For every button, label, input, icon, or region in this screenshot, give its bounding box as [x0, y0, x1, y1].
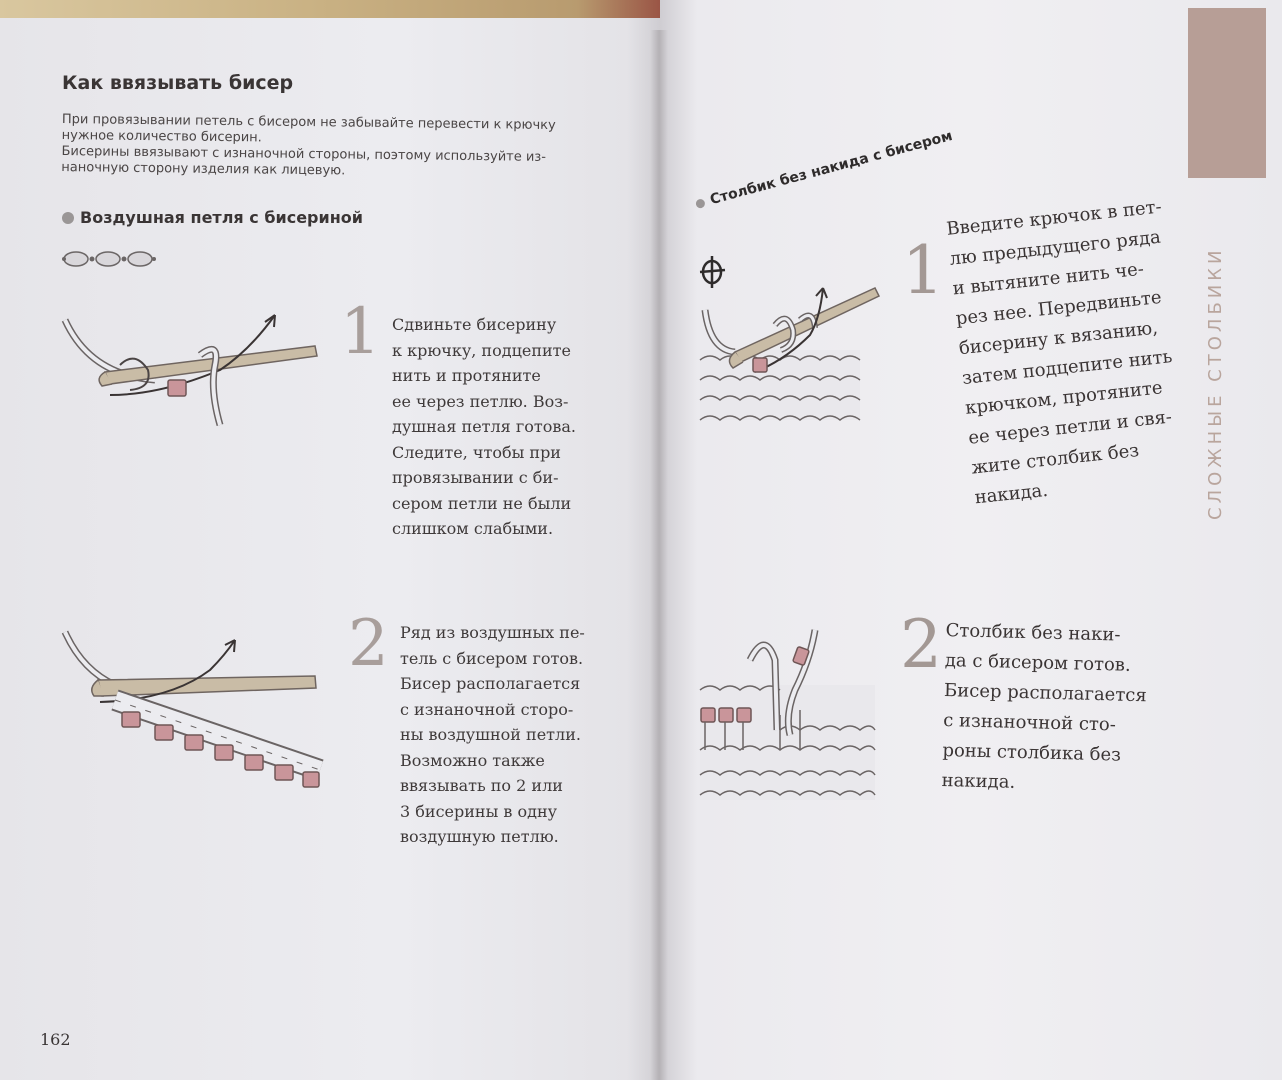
page-title: Как ввязывать бисер — [62, 72, 294, 94]
step-line: воздушную петлю. — [400, 827, 559, 846]
step-line: Следите, чтобы при — [392, 442, 561, 462]
step-text: Ряд из воздушных пе- тель с бисером гото… — [400, 620, 585, 850]
step-line: тель с бисером готов. — [400, 648, 584, 668]
step-line: ввязывать по 2 или — [400, 776, 563, 795]
step-line: к крючку, подцепите — [392, 340, 571, 360]
step-text: Столбик без наки- да с бисером готов. Би… — [941, 616, 1148, 801]
step-line: 3 бисерины в одну — [400, 801, 558, 821]
bullet-icon — [62, 212, 74, 224]
step-number: 2 — [900, 606, 942, 683]
step-number: 2 — [348, 607, 389, 681]
step-line: Ряд из воздушных пе- — [400, 623, 585, 642]
page-number: 162 — [40, 1030, 71, 1049]
step-line: ее через петлю. Воз- — [392, 391, 569, 411]
step-number: 1 — [340, 295, 381, 369]
bead-icon — [167, 379, 187, 397]
step-line: слишком слабыми. — [392, 519, 554, 538]
step-line: провязывании с би- — [392, 468, 559, 487]
section-heading-chain: Воздушная петля с бисериной — [62, 208, 363, 227]
crochet-hook-icon — [98, 345, 318, 387]
bullet-icon — [694, 198, 706, 210]
left-page — [0, 18, 660, 1080]
step-text: Введите крючок в пет- лю предыдущего ряд… — [945, 192, 1191, 513]
step-line: душная петля готова. — [392, 417, 576, 436]
book-gutter — [650, 30, 668, 1080]
step-line: Бисер располагается — [400, 674, 581, 693]
chapter-tab — [1188, 8, 1266, 178]
intro-text: При провязывании петель с бисером не заб… — [61, 112, 602, 183]
step-text: Сдвиньте бисерину к крючку, подцепите ни… — [392, 312, 576, 542]
illustration-sc-step-1 — [699, 287, 881, 421]
chain-symbol-icon — [62, 251, 156, 267]
step-line: сером петли не были — [392, 493, 572, 513]
step-number: 1 — [902, 232, 944, 309]
right-page — [660, 0, 1282, 1080]
step-line: Сдвиньте бисерину — [392, 315, 557, 334]
step-line: с изнаночной сторо- — [400, 699, 574, 719]
step-line: Возможно также — [400, 750, 545, 770]
illustration-chain-step-2 — [61, 630, 324, 788]
chapter-side-label: СЛОЖНЫЕ СТОЛБИКИ — [1205, 246, 1226, 521]
step-line: нить и протяните — [392, 366, 541, 385]
single-crochet-symbol-icon — [699, 256, 726, 288]
illustration-sc-step-2 — [699, 629, 876, 800]
step-line: накида. — [941, 769, 1016, 793]
step-line: ны воздушной петли. — [400, 725, 581, 744]
illustration-chain-step-1 — [61, 314, 318, 426]
section-heading-label: Воздушная петля с бисериной — [80, 208, 363, 227]
